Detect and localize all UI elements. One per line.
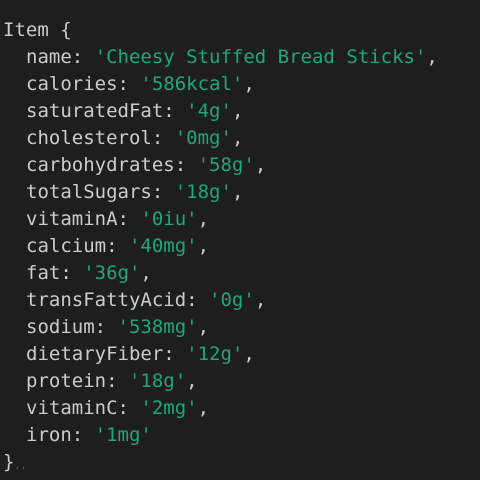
class-name: Item xyxy=(3,19,49,41)
colon: : xyxy=(106,370,129,392)
object-footer: },, xyxy=(0,449,480,476)
field-value: '4g' xyxy=(186,100,232,122)
field-value: '0iu' xyxy=(140,208,198,230)
field-row: saturatedFat: '4g', xyxy=(0,98,480,125)
colon: : xyxy=(94,316,118,338)
field-value: '12g' xyxy=(186,343,244,365)
field-key: calcium xyxy=(26,235,107,257)
colon: : xyxy=(186,289,210,311)
field-row: calcium: '40mg', xyxy=(0,233,480,260)
close-brace: } xyxy=(3,451,15,473)
field-value: 'Cheesy Stuffed Bread Sticks' xyxy=(94,46,427,68)
field-row: vitaminA: '0iu', xyxy=(0,206,480,233)
colon: : xyxy=(106,235,129,257)
colon: : xyxy=(117,73,141,95)
colon: : xyxy=(151,127,175,149)
field-key: sodium xyxy=(26,316,95,338)
object-fields: name: 'Cheesy Stuffed Bread Sticks',calo… xyxy=(0,44,480,449)
field-key: name xyxy=(26,46,72,68)
object-header: Item { xyxy=(0,17,480,44)
field-key: dietaryFiber xyxy=(26,343,164,365)
field-value: '18g' xyxy=(174,181,232,203)
field-row: transFattyAcid: '0g', xyxy=(0,287,480,314)
field-key: iron xyxy=(26,424,72,446)
trailing-marks: ,, xyxy=(14,460,27,471)
comma: , xyxy=(254,154,267,176)
field-row: iron: '1mg' xyxy=(0,422,480,449)
comma: , xyxy=(426,46,438,68)
comma: , xyxy=(140,262,152,284)
field-value: '0g' xyxy=(209,289,255,311)
field-value: '0mg' xyxy=(174,127,232,149)
comma: , xyxy=(197,208,210,230)
field-key: transFattyAcid xyxy=(26,289,187,311)
comma: , xyxy=(197,235,210,257)
colon: : xyxy=(117,208,141,230)
field-key: cholesterol xyxy=(26,127,152,149)
comma: , xyxy=(186,370,198,392)
colon: : xyxy=(71,424,95,446)
colon: : xyxy=(151,181,175,203)
field-row: totalSugars: '18g', xyxy=(0,179,480,206)
field-key: protein xyxy=(26,370,107,392)
field-row: fat: '36g', xyxy=(0,260,480,287)
field-value: '40mg' xyxy=(128,235,198,257)
comma: , xyxy=(243,343,255,365)
colon: : xyxy=(60,262,84,284)
field-row: vitaminC: '2mg', xyxy=(0,395,480,422)
field-value: '2mg' xyxy=(140,397,198,419)
comma: , xyxy=(231,100,244,122)
field-row: sodium: '538mg', xyxy=(0,314,480,341)
field-row: cholesterol: '0mg', xyxy=(0,125,480,152)
field-value: '58g' xyxy=(197,154,255,176)
field-value: '18g' xyxy=(128,370,187,392)
field-row: protein: '18g', xyxy=(0,368,480,395)
field-row: calories: '586kcal', xyxy=(0,71,480,98)
field-key: saturatedFat xyxy=(26,100,164,122)
comma: , xyxy=(197,316,210,338)
field-key: carbohydrates xyxy=(26,154,175,176)
field-value: '538mg' xyxy=(117,316,198,338)
comma: , xyxy=(231,181,244,203)
field-key: fat xyxy=(26,262,61,284)
field-value: '36g' xyxy=(83,262,141,284)
field-value: '1mg' xyxy=(94,424,152,446)
colon: : xyxy=(163,100,187,122)
field-value: '586kcal' xyxy=(140,73,244,95)
colon: : xyxy=(71,46,95,68)
field-row: carbohydrates: '58g', xyxy=(0,152,480,179)
field-row: dietaryFiber: '12g', xyxy=(0,341,480,368)
comma: , xyxy=(254,289,267,311)
field-row: name: 'Cheesy Stuffed Bread Sticks', xyxy=(0,44,480,71)
field-key: totalSugars xyxy=(26,181,152,203)
colon: : xyxy=(163,343,187,365)
open-brace: { xyxy=(60,19,72,41)
comma: , xyxy=(231,127,244,149)
comma: , xyxy=(197,397,210,419)
field-key: vitaminC xyxy=(26,397,118,419)
field-key: vitaminA xyxy=(26,208,118,230)
field-key: calories xyxy=(26,73,118,95)
colon: : xyxy=(117,397,141,419)
comma: , xyxy=(243,73,255,95)
colon: : xyxy=(174,154,198,176)
